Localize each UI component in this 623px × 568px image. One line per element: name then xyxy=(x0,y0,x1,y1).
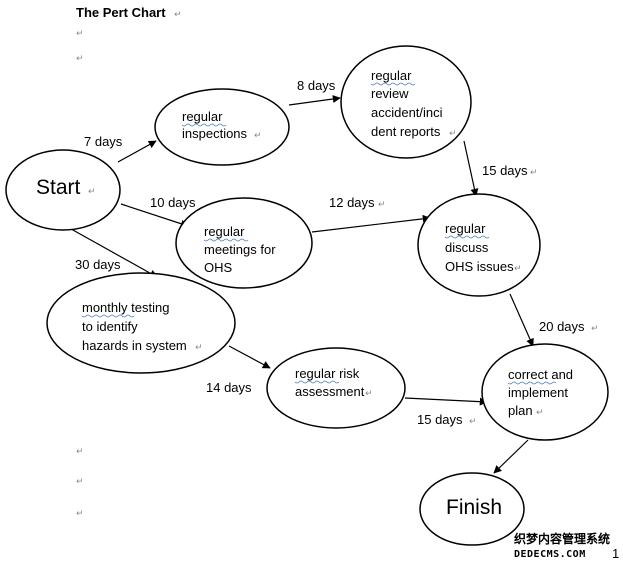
edge-start-testing xyxy=(63,224,158,278)
watermark-line-1: 织梦内容管理系统 xyxy=(514,531,610,546)
paragraph-mark-icon: ↵ xyxy=(76,477,84,487)
node-meetings-ellipse xyxy=(175,197,313,289)
node-inspections: regular inspections ↵ xyxy=(154,88,290,166)
paragraph-mark-icon: ↵ xyxy=(469,417,477,427)
paragraph-mark-icon: ↵ xyxy=(514,264,522,274)
watermark: 织梦内容管理系统 DEDECMS.COM 1 xyxy=(514,531,619,561)
node-review-ellipse xyxy=(340,45,472,159)
spellcheck-underline xyxy=(81,314,135,318)
node-review-line-4: dent reports xyxy=(371,124,441,139)
node-risk-line-2: assessment xyxy=(295,384,365,399)
edges xyxy=(63,95,534,474)
node-start-ellipse xyxy=(5,149,121,231)
node-testing-line-2: to identify xyxy=(82,319,138,334)
edge-start-meetings xyxy=(120,203,189,228)
edge-discuss-correct xyxy=(509,293,534,347)
node-finish-label: Finish xyxy=(446,496,502,519)
paragraph-mark-icon: ↵ xyxy=(378,200,386,210)
spellcheck-underline xyxy=(203,238,249,242)
edge-label-start-inspections: 7 days xyxy=(84,134,123,149)
node-meetings-line-2: meetings for xyxy=(204,242,276,257)
paragraph-mark-icon: ↵ xyxy=(591,324,599,334)
paragraph-mark-icon: ↵ xyxy=(536,408,544,418)
node-risk-ellipse xyxy=(266,347,406,429)
node-meetings: regular meetings for OHS xyxy=(175,197,313,289)
edge-label-meetings-discuss: 12 days xyxy=(329,195,375,210)
node-review: regular review accident/inci dent report… xyxy=(340,45,472,159)
edge-labels: 7 days 8 days 15 days 10 days 12 days 30… xyxy=(75,78,585,427)
node-finish-ellipse xyxy=(419,472,525,546)
paragraph-mark-icon: ↵ xyxy=(174,10,182,20)
node-discuss-ellipse xyxy=(417,193,541,297)
node-testing-line-1: monthly testing xyxy=(82,300,169,315)
node-discuss: regular discuss OHS issues ↵ xyxy=(417,193,541,297)
node-discuss-line-1: regular xyxy=(445,221,486,236)
edge-label-start-meetings: 10 days xyxy=(150,195,196,210)
paragraph-mark-icon: ↵ xyxy=(254,131,262,141)
edge-label-testing-risk: 14 days xyxy=(206,380,252,395)
edge-label-review-discuss: 15 days xyxy=(482,163,528,178)
node-testing-ellipse xyxy=(46,272,236,374)
paragraph-mark-icon: ↵ xyxy=(88,187,96,197)
node-correct-ellipse xyxy=(481,343,609,441)
paragraph-mark-icon: ↵ xyxy=(449,129,457,139)
spellcheck-underline xyxy=(444,235,490,239)
node-testing: monthly testing to identify hazards in s… xyxy=(46,272,236,374)
edge-review-discuss xyxy=(463,140,479,197)
paragraph-mark-icon: ↵ xyxy=(195,343,203,353)
node-inspections-line-2: inspections xyxy=(182,126,248,141)
node-correct-line-3: plan xyxy=(508,403,533,418)
node-risk-line-1: regular risk xyxy=(295,366,360,381)
node-review-line-1: regular xyxy=(371,68,412,83)
edge-label-inspections-review: 8 days xyxy=(297,78,336,93)
node-meetings-line-3: OHS xyxy=(204,260,233,275)
paragraph-mark-icon: ↵ xyxy=(76,29,84,39)
page-number: 1 xyxy=(612,546,619,561)
spellcheck-underline xyxy=(181,123,227,127)
node-correct-line-1: correct and xyxy=(508,367,573,382)
spellcheck-underline xyxy=(507,381,557,385)
node-inspections-ellipse xyxy=(154,88,290,166)
spellcheck-underline xyxy=(370,82,416,86)
edge-risk-correct xyxy=(404,397,488,406)
paragraph-mark-icon: ↵ xyxy=(365,389,373,399)
node-discuss-line-2: discuss xyxy=(445,240,489,255)
edge-label-risk-correct: 15 days xyxy=(417,412,463,427)
paragraph-mark-icon: ↵ xyxy=(76,447,84,457)
paragraph-mark-icon: ↵ xyxy=(76,54,84,64)
edge-inspections-review xyxy=(288,95,341,106)
paragraph-mark-icon: ↵ xyxy=(530,168,538,178)
node-finish: Finish xyxy=(419,472,525,546)
node-discuss-line-3: OHS issues xyxy=(445,259,514,274)
edge-correct-finish xyxy=(493,439,529,474)
node-testing-line-3: hazards in system xyxy=(82,338,187,353)
page-title: The Pert Chart xyxy=(76,5,166,20)
node-correct: correct and implement plan ↵ xyxy=(481,343,609,441)
node-meetings-line-1: regular xyxy=(204,224,245,239)
edge-meetings-discuss xyxy=(311,214,431,233)
edge-start-inspections xyxy=(117,140,157,163)
node-correct-line-2: implement xyxy=(508,385,568,400)
spellcheck-underline xyxy=(294,380,340,384)
edge-label-discuss-correct: 20 days xyxy=(539,319,585,334)
node-inspections-line-1: regular xyxy=(182,109,223,124)
node-review-line-2: review xyxy=(371,86,409,101)
node-review-line-3: accident/inci xyxy=(371,105,443,120)
node-risk: regular risk assessment ↵ xyxy=(266,347,406,429)
node-start: Start ↵ xyxy=(5,149,121,231)
edge-label-start-testing: 30 days xyxy=(75,257,121,272)
edge-label-marks: ↵ ↵ ↵ ↵ xyxy=(378,168,599,427)
node-start-label: Start xyxy=(36,176,81,199)
edge-testing-risk xyxy=(228,345,271,369)
paragraph-mark-icon: ↵ xyxy=(76,509,84,519)
watermark-line-2: DEDECMS.COM xyxy=(514,549,586,560)
